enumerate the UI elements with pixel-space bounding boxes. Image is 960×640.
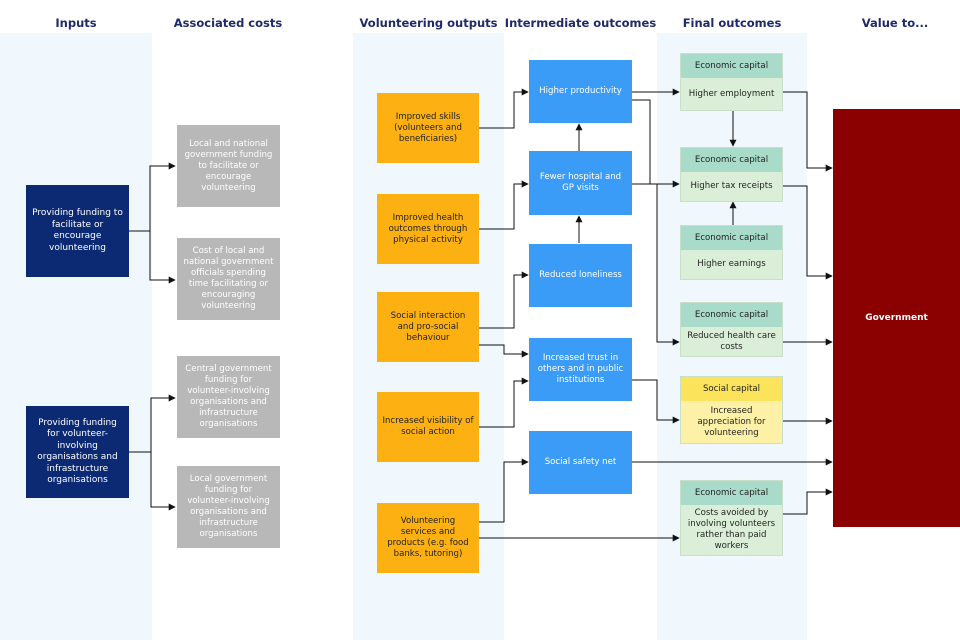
final-tax-receipts: Economic capital Higher tax receipts [680,147,783,202]
intermediate-higher-productivity: Higher productivity [529,60,632,123]
final-higher-earnings-body: Higher earnings [681,250,782,279]
cost-local-national-funding: Local and national government funding to… [177,125,280,207]
final-costs-avoided-header: Economic capital [681,481,782,505]
input-funding-organisations: Providing funding for volunteer-involvin… [26,406,129,498]
header-intermediate-outcomes: Intermediate outcomes [504,16,657,30]
arrow-input2-cost3 [129,394,176,453]
final-health-costs-body: Reduced health care costs [681,327,782,356]
arrow-health-fewervisits [479,180,529,230]
final-appreciation: Social capital Increased appreciation fo… [680,376,783,444]
final-tax-receipts-header: Economic capital [681,148,782,172]
final-higher-employment-header: Economic capital [681,54,782,78]
arrow-input1-cost2 [149,231,176,284]
intermediate-increased-trust: Increased trust in others and in public … [529,338,632,401]
output-services-products: Volunteering services and products (e.g.… [377,503,479,573]
cost-central-funding: Central government funding for volunteer… [177,356,280,438]
final-costs-avoided: Economic capital Costs avoided by involv… [680,480,783,556]
final-tax-receipts-body: Higher tax receipts [681,172,782,201]
final-health-costs-header: Economic capital [681,303,782,327]
arrow-social-loneliness [479,271,529,329]
final-appreciation-header: Social capital [681,377,782,401]
header-associated-costs: Associated costs [173,16,283,30]
final-higher-earnings: Economic capital Higher earnings [680,225,783,280]
final-appreciation-body: Increased appreciation for volunteering [681,401,782,443]
arrow-skills-productivity [479,88,529,129]
arrow-costsavoided-government [783,488,833,515]
final-higher-employment-body: Higher employment [681,78,782,110]
arrow-social-trust [479,344,529,358]
output-improved-health: Improved health outcomes through physica… [377,194,479,264]
header-final-outcomes: Final outcomes [682,16,782,30]
intermediate-reduced-loneliness: Reduced loneliness [529,244,632,307]
final-higher-employment: Economic capital Higher employment [680,53,783,111]
arrow-visibility-trust [479,377,529,428]
header-value-to: Value to... [861,16,929,30]
intermediate-fewer-visits: Fewer hospital and GP visits [529,151,632,215]
cost-officials-time: Cost of local and national government of… [177,238,280,320]
arrow-input1-cost1 [129,162,176,232]
arrow-trust-appreciation [632,379,680,424]
header-volunteering-outputs: Volunteering outputs [359,16,498,30]
cost-local-funding: Local government funding for volunteer-i… [177,466,280,548]
output-increased-visibility: Increased visibility of social action [377,392,479,462]
arrow-fewervisits-higherearnings [632,100,679,256]
value-government: Government [833,109,960,527]
header-inputs: Inputs [55,16,97,30]
arrow-productivity-taxreceipts [632,99,680,188]
arrow-employment-government [783,91,833,172]
arrow-fewervisits-healthcosts [632,183,680,346]
input-funding-encourage: Providing funding to facilitate or encou… [26,185,129,277]
arrow-taxreceipts-government [783,185,833,280]
final-costs-avoided-body: Costs avoided by involving volunteers ra… [681,505,782,555]
final-health-costs: Economic capital Reduced health care cos… [680,302,783,357]
final-higher-earnings-header: Economic capital [681,226,782,250]
output-improved-skills: Improved skills (volunteers and benefici… [377,93,479,163]
output-social-interaction: Social interaction and pro-social behavi… [377,292,479,362]
intermediate-safety-net: Social safety net [529,431,632,494]
inputs-column-band [0,33,152,640]
arrow-fewervisits-earnings [632,111,643,180]
arrow-services-safetynet [479,458,529,523]
arrow-input2-cost4 [150,452,176,511]
